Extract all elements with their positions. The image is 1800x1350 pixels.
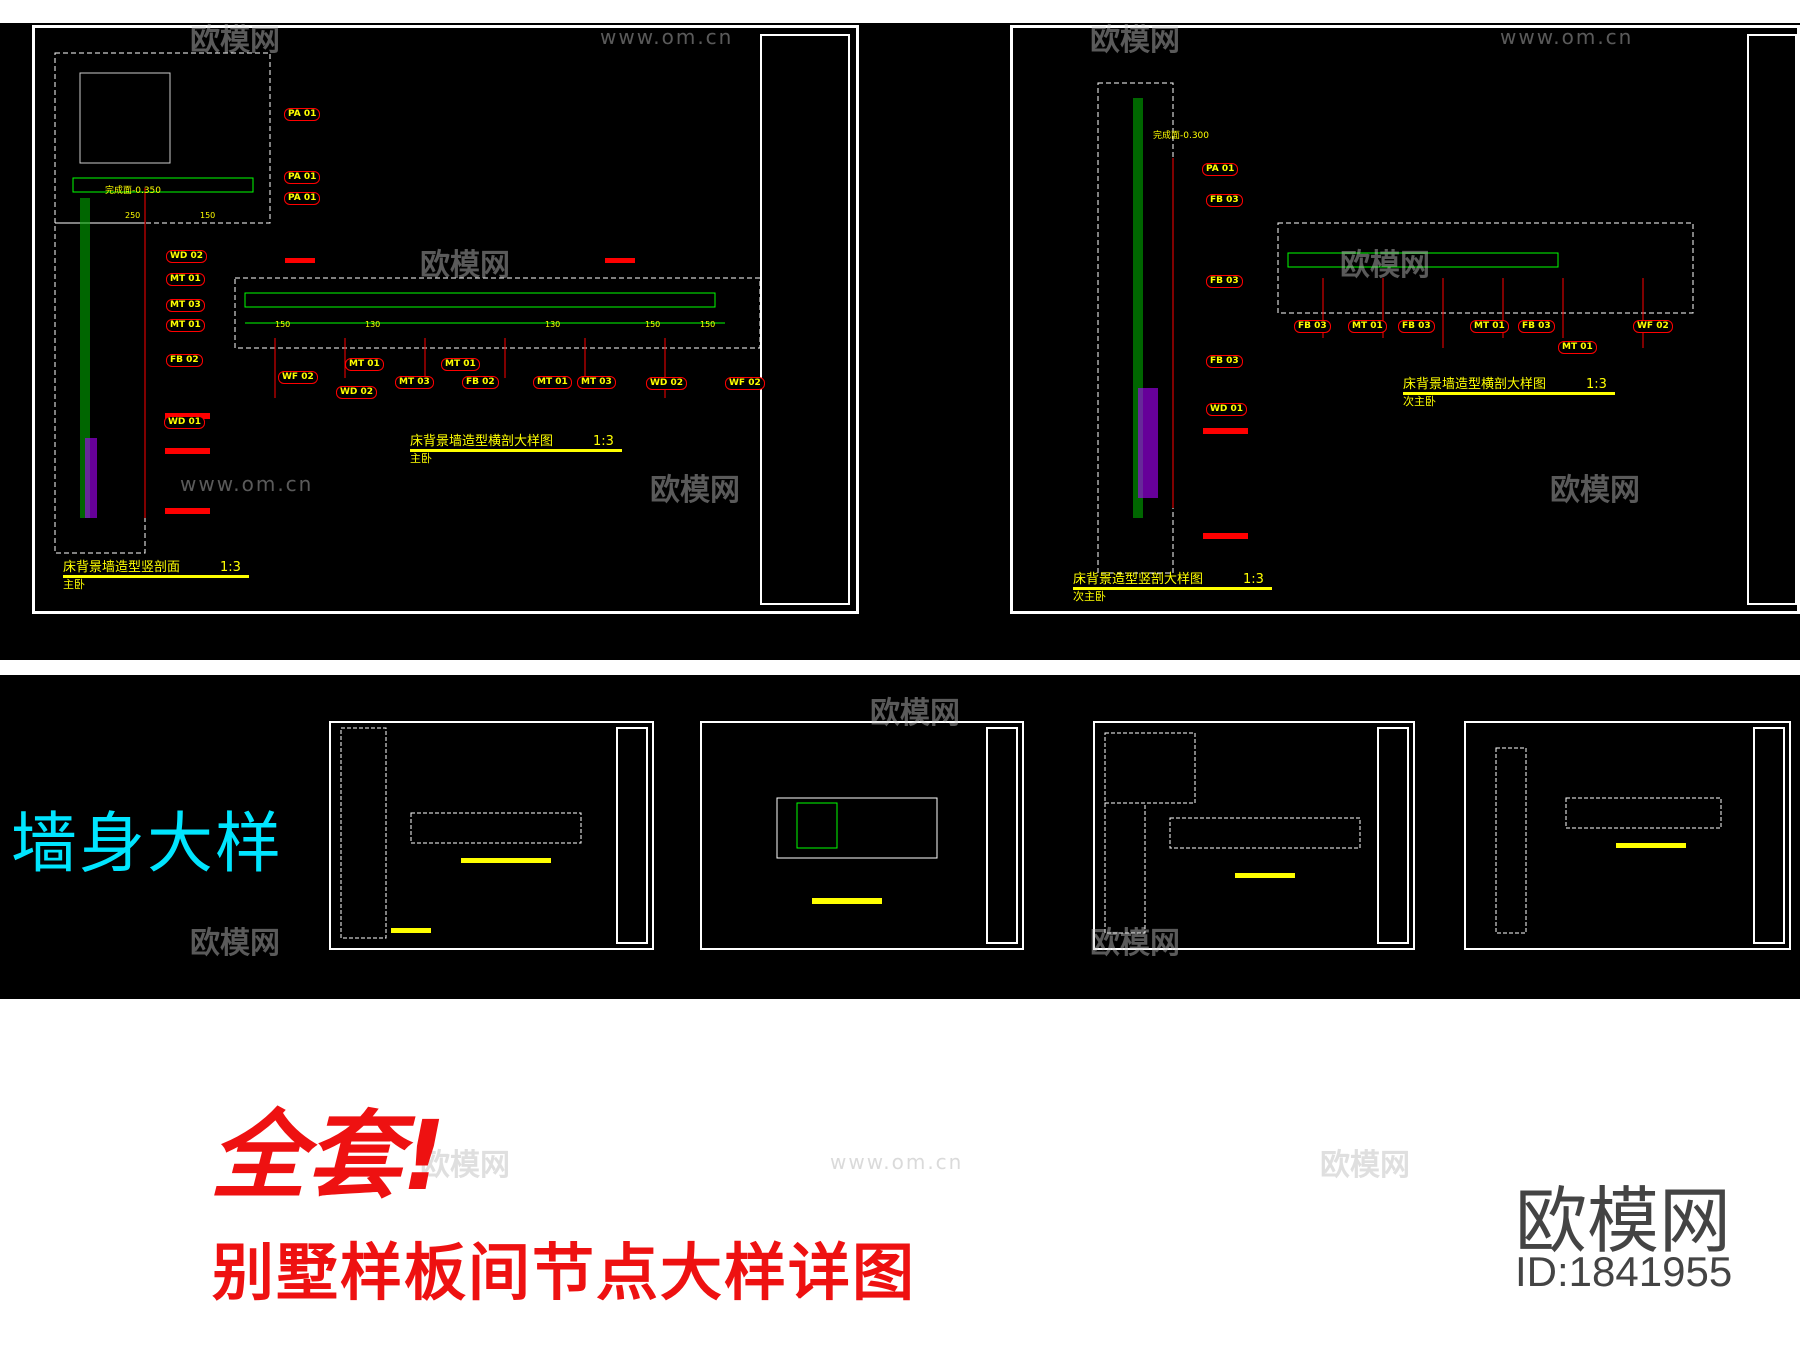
material-tag: FB 03 [1206,355,1243,368]
material-tag: MT 01 [166,319,205,332]
caption-text: 床背景造型竖剖大样图 [1073,572,1204,587]
material-tag: WF 02 [1633,320,1673,333]
material-tag: FB 03 [1294,320,1331,333]
watermark-url: www.om.cn [180,472,314,496]
watermark-brand: 欧模网 [190,926,280,961]
watermark-brand: 欧模网 [420,248,510,283]
material-tag: MT 01 [345,358,384,371]
material-tag: FB 03 [1206,194,1243,207]
thumbnail-drawing [776,797,938,904]
material-tag: FB 03 [1206,275,1243,288]
scale-text: 1:3 [1586,377,1607,392]
material-tag: WD 02 [336,386,378,399]
material-tag: WD 01 [1206,403,1248,416]
watermark-url: www.om.cn [600,25,734,49]
dimension-label: 150 [275,320,291,329]
dimension-label: 130 [365,320,381,329]
caption-text: 床背景墙造型横剖大样图 [410,434,554,449]
watermark-url: www.om.cn [830,1150,964,1174]
material-tag: PA 01 [1202,163,1239,176]
drawing-sheet-2: PA 01 FB 03 FB 03 FB 03 WD 01 FB 03 MT 0… [1010,25,1800,614]
material-tag: MT 03 [395,376,434,389]
material-tag: MT 01 [1470,320,1509,333]
watermark-brand: 欧模网 [1320,1148,1410,1183]
room-label: 次主卧 [1403,395,1436,408]
scale-text: 1:3 [220,560,241,575]
watermark-brand: 欧模网 [1090,23,1180,58]
material-tag: FB 03 [1518,320,1555,333]
caption-horizontal-section: 床背景墙造型横剖大样图 1:3 [1403,373,1615,395]
caption-text: 床背景墙造型横剖大样图 [1403,377,1547,392]
thumbnail-sheet-2[interactable] [700,721,1024,950]
dimension-label: 130 [545,320,561,329]
caption-vertical-section: 床背景造型竖剖大样图 1:3 [1073,568,1272,590]
thumbnail-sheet-3[interactable] [1093,721,1415,950]
material-tag: MT 01 [1558,341,1597,354]
material-tag: MT 01 [166,273,205,286]
material-tag: WF 02 [278,371,318,384]
watermark-brand: 欧模网 [1090,926,1180,961]
material-tag: WD 01 [164,416,206,429]
sheet-2-drawing [1097,82,1694,574]
thumbnail-drawing [1104,732,1361,934]
thumbnail-panel [0,675,1800,999]
promo-subtitle: 别墅样板间节点大样详图 [212,1236,917,1309]
scale-text: 1:3 [1243,572,1264,587]
thumbnail-drawing [1495,747,1722,934]
material-tag: FB 03 [1398,320,1435,333]
room-label: 次主卧 [1073,590,1106,603]
room-label: 主卧 [410,452,432,465]
material-tag: PA 01 [284,192,321,205]
material-tag: WD 02 [646,377,688,390]
material-tag: FB 02 [462,376,499,389]
section-label: 墙身大样 [11,805,283,882]
title-block [1377,727,1409,944]
watermark-brand: 欧模网 [1340,248,1430,283]
thumbnail-sheet-4[interactable] [1464,721,1791,950]
room-label: 主卧 [63,578,85,591]
dimension-label: 250 [125,211,141,220]
caption-vertical-section: 床背景墙造型竖剖面 1:3 [63,556,249,578]
watermark-brand: 欧模网 [420,1148,510,1183]
thumbnail-drawing [340,727,582,939]
promo-headline: 全套! [210,1100,446,1212]
title-block [986,727,1018,944]
material-tag: MT 01 [441,358,480,371]
material-tag: FB 02 [166,354,203,367]
material-tag: WD 02 [166,250,208,263]
material-tag: MT 03 [577,376,616,389]
caption-text: 床背景墙造型竖剖面 [63,560,181,575]
cad-overview-panel [0,23,1800,660]
caption-horizontal-section: 床背景墙造型横剖大样图 1:3 [410,430,622,452]
watermark-brand: 欧模网 [650,473,740,508]
product-id: ID:1841955 [1515,1248,1733,1295]
title-block [1747,34,1797,605]
material-tag: MT 03 [166,299,205,312]
title-block [1753,727,1785,944]
title-block [616,727,648,944]
material-tag: MT 01 [1348,320,1387,333]
material-tag: MT 01 [533,376,572,389]
dimension-label: 150 [200,211,216,220]
title-block [760,34,850,605]
material-tag: WF 02 [725,377,765,390]
thumbnail-sheet-1[interactable] [329,721,654,950]
brand-logo-text: 欧模网 [1515,1179,1732,1263]
sheet-1-drawing [54,52,761,554]
material-tag: PA 01 [284,171,321,184]
watermark-url: www.om.cn [1500,25,1634,49]
drawing-sheet-1: 250 150 150 130 130 150 150 PA 01 PA 01 … [32,25,859,614]
level-label: 完成面-0.350 [105,186,162,196]
watermark-brand: 欧模网 [1550,473,1640,508]
watermark-brand: 欧模网 [190,23,280,58]
watermark-brand: 欧模网 [870,696,960,731]
dimension-label: 150 [700,320,716,329]
level-label: 完成面-0.300 [1153,131,1210,141]
scale-text: 1:3 [593,434,614,449]
material-tag: PA 01 [284,108,321,121]
dimension-label: 150 [645,320,661,329]
